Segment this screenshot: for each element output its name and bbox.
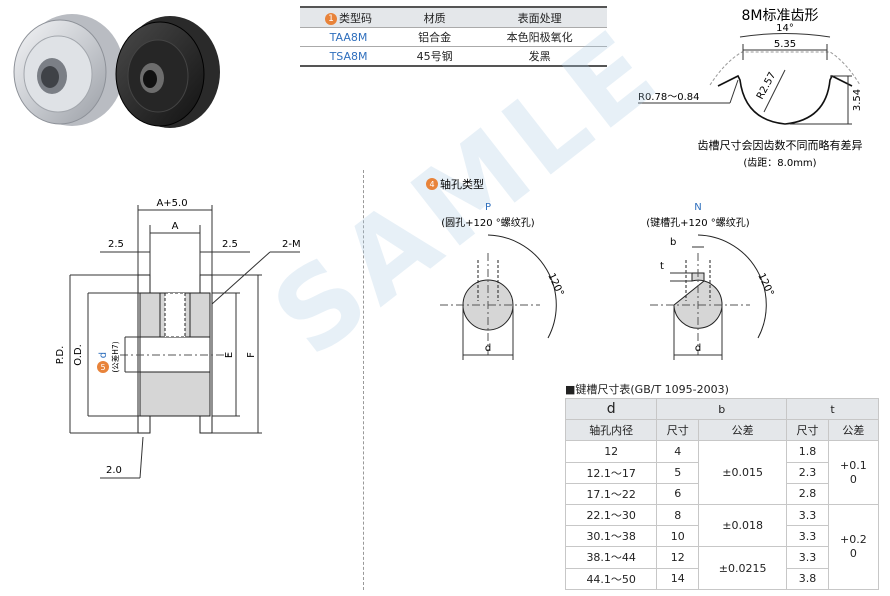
t-size: 1.8: [786, 440, 829, 463]
table-row: 30.1～38 10 3.3: [564, 525, 879, 548]
finish: 发黑: [472, 46, 607, 67]
bore-range: 12: [564, 440, 658, 463]
material: 45号钢: [397, 46, 473, 67]
b-size: 8: [656, 503, 700, 527]
col-t-size: 尺寸: [786, 419, 829, 442]
b-size: 4: [656, 440, 700, 463]
tooth-radius: R2.57: [755, 70, 778, 101]
material: 铝合金: [397, 27, 473, 47]
dim-right: 2.5: [222, 239, 238, 250]
hub-e-label: E: [224, 352, 235, 358]
col-t: t: [786, 397, 879, 421]
bore-range: 12.1～17: [564, 461, 658, 484]
bore-type-n-t: t: [660, 261, 664, 272]
table-row: 22.1～30 8 ±0.018 3.3 +0.2 0: [564, 503, 880, 590]
col-b-tol: 公差: [698, 419, 788, 442]
svg-text:4: 4: [429, 180, 434, 189]
table-row: TAA8M 铝合金 本色阳极氧化: [300, 27, 607, 47]
dim-screw: 2-M: [282, 239, 301, 250]
table-row: 38.1～44 12 ±0.0215 3.3: [564, 546, 879, 590]
pulley-side-drawing: A+5.0 A 2.5 2.5 2-M P.D. O.D. 5 d (公差H7)…: [55, 198, 301, 479]
dim-a: A: [172, 221, 179, 232]
keyway-table: d b t 轴孔内径 尺寸 公差 尺寸 公差 12 4 ±0.015 1.8 +…: [564, 397, 880, 590]
table-row: TSA8M 45号钢 发黑: [300, 46, 607, 67]
badge-1: 1: [325, 12, 338, 25]
section-divider: [363, 170, 364, 590]
flange-thickness: 2.0: [106, 465, 122, 476]
tooth-depth: 3.54: [852, 89, 863, 111]
bore-type-p-d: d: [485, 343, 491, 354]
tooth-profile-drawing: 8M标准齿形 5.35 14° R2.57 3.54 R0.78～0.84 齿槽…: [638, 8, 863, 169]
aluminium-pulley-photo: [13, 14, 124, 126]
col-b: b: [656, 397, 788, 421]
bore-range: 17.1～22: [564, 482, 658, 505]
pitch-diameter-label: P.D.: [55, 346, 66, 365]
col-d: d: [564, 397, 658, 421]
b-size: 12: [656, 546, 700, 569]
t-size: 3.3: [786, 546, 829, 569]
dim-left: 2.5: [108, 239, 124, 250]
t-size: 3.3: [786, 525, 829, 548]
root-radius: R0.78～0.84: [638, 92, 699, 103]
bore-type-n-d: d: [695, 343, 701, 354]
t-size: 2.8: [786, 482, 829, 505]
bore-type-n-angle: 120°: [755, 272, 775, 298]
t-size: 2.3: [786, 461, 829, 484]
bore-type-p-code: P: [485, 202, 491, 213]
outer-diameter-label: O.D.: [73, 344, 84, 366]
t-tolerance: +0.1 0: [827, 440, 880, 505]
b-tolerance: ±0.0215: [698, 546, 788, 590]
b-size: 5: [656, 461, 700, 484]
col-t-tol: 公差: [827, 419, 880, 442]
bore-type-n-b: b: [670, 237, 676, 248]
badge-4: [426, 178, 438, 190]
bore-type-p-desc: (圆孔+120 °螺纹孔): [441, 216, 535, 229]
type-code: TSA8M: [300, 46, 398, 67]
t-tolerance: +0.2 0: [827, 503, 880, 590]
b-size: 14: [656, 567, 700, 590]
t-size: 3.3: [786, 503, 829, 527]
header-finish: 表面处理: [472, 6, 607, 28]
table-row: 12 4 ±0.015 1.8 +0.1 0: [564, 440, 880, 505]
table-row: 44.1～50 14 3.8: [564, 567, 879, 590]
pitch-note: (齿距：8.0mm): [743, 157, 816, 169]
tooth-angle: 14°: [776, 23, 794, 34]
col-b-size: 尺寸: [656, 419, 700, 442]
finish: 本色阳极氧化: [472, 27, 607, 47]
bore-range: 38.1～44: [564, 546, 658, 569]
t-size: 3.8: [786, 567, 829, 590]
dim-a-plus: A+5.0: [156, 198, 187, 209]
tooth-profile-title: 8M标准齿形: [742, 8, 819, 24]
steel-pulley-photo: [115, 16, 220, 128]
flange-f-label: F: [246, 352, 257, 358]
bore-type-n-desc: (键槽孔+120 °螺纹孔): [646, 216, 750, 229]
bore-type-p-angle: 120°: [545, 272, 565, 298]
header-material: 材质: [397, 6, 473, 28]
bore-range: 44.1～50: [564, 567, 658, 590]
badge-5: [97, 361, 109, 373]
bore-tolerance: (公差H7): [110, 341, 120, 372]
b-tolerance: ±0.015: [698, 440, 788, 505]
bore-type-n-code: N: [694, 202, 701, 213]
col-bore: 轴孔内径: [564, 419, 658, 442]
bore-diameter-label: d: [98, 352, 109, 358]
bore-types-title: 轴孔类型: [440, 177, 484, 191]
svg-text:5: 5: [100, 363, 105, 372]
tooth-note: 齿槽尺寸会因齿数不同而略有差异: [698, 138, 863, 152]
b-size: 6: [656, 482, 700, 505]
product-photos: [13, 14, 220, 128]
bore-types-drawing: 4 轴孔类型 P (圆孔+120 °螺纹孔) 120° d N (键槽孔+120…: [426, 177, 775, 360]
b-size: 10: [656, 525, 700, 548]
table-row: 17.1～22 6 2.8: [564, 482, 879, 505]
b-tolerance: ±0.018: [698, 503, 788, 548]
type-code: TAA8M: [300, 27, 398, 47]
bore-range: 22.1～30: [564, 503, 658, 527]
keyway-table-title: ■键槽尺寸表(GB/T 1095-2003): [565, 383, 729, 396]
bore-range: 30.1～38: [564, 525, 658, 548]
tooth-width: 5.35: [774, 39, 796, 50]
